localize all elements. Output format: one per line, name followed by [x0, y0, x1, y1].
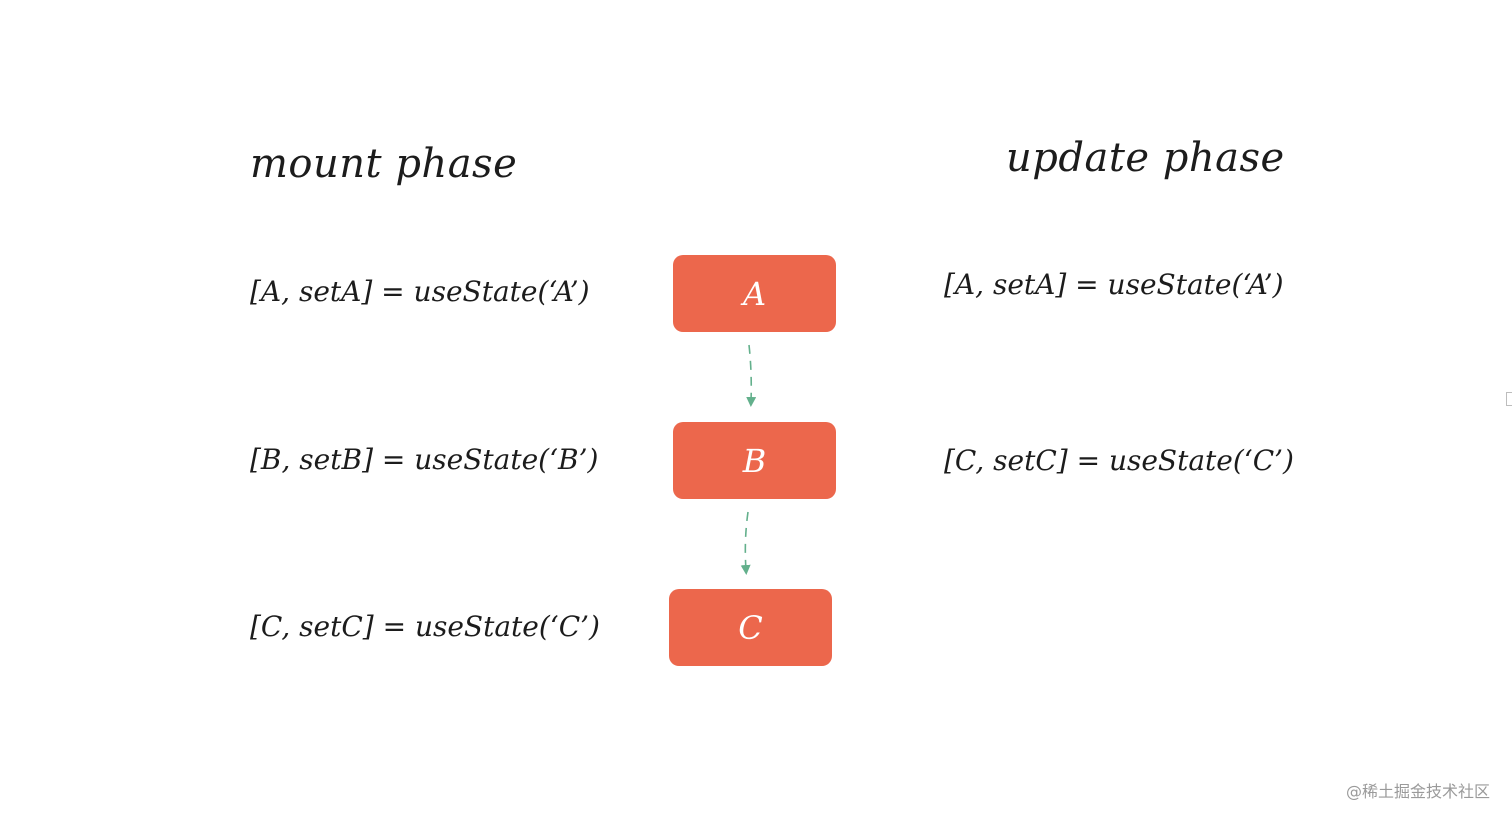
arrow-b-to-c [740, 511, 751, 575]
scroll-edge-marker [1506, 392, 1512, 406]
hook-node-b: B [673, 422, 836, 499]
update-phase-heading: update phase [1006, 135, 1285, 181]
update-hook-c-line: [C, setC] = useState(‘C’) [944, 444, 1294, 477]
watermark: @稀土掘金技术社区 [1345, 782, 1490, 801]
arrow-a-to-b [746, 344, 757, 407]
mount-phase-heading: mount phase [250, 141, 518, 187]
mount-hook-b-line: [B, setB] = useState(‘B’) [250, 443, 599, 476]
hook-node-c: C [669, 589, 832, 666]
hook-node-a: A [673, 255, 836, 332]
mount-hook-a-line: [A, setA] = useState(‘A’) [250, 275, 590, 308]
mount-hook-c-line: [C, setC] = useState(‘C’) [250, 610, 600, 643]
update-hook-a-line: [A, setA] = useState(‘A’) [944, 268, 1284, 301]
